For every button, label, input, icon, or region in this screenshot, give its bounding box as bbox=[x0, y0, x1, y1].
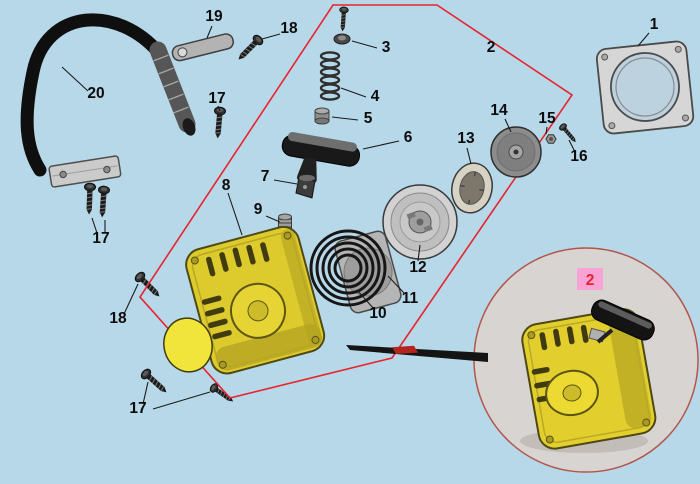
inset-housing-vents bbox=[531, 324, 589, 403]
part-6-starter-grip bbox=[281, 132, 361, 184]
pointer-needle bbox=[346, 345, 488, 362]
callout-part-10[interactable]: 10 bbox=[369, 305, 386, 322]
callout-part-18-top[interactable]: 18 bbox=[280, 20, 298, 37]
inset-pull-handle bbox=[591, 299, 655, 341]
callout-part-20[interactable]: 20 bbox=[87, 85, 104, 102]
inset-rope bbox=[596, 328, 614, 344]
part-12-pulley bbox=[382, 184, 458, 260]
callout-part-13[interactable]: 13 bbox=[457, 130, 475, 147]
callout-part-6[interactable]: 6 bbox=[404, 129, 413, 146]
grip-knurl bbox=[153, 54, 189, 114]
part-3-screw-washer bbox=[333, 6, 351, 45]
pointer-needle-red-band bbox=[392, 345, 418, 354]
callout-part-9[interactable]: 9 bbox=[254, 201, 263, 218]
callout-part-2[interactable]: 2 bbox=[487, 39, 496, 56]
callout-part-18-left[interactable]: 18 bbox=[109, 310, 127, 327]
housing-vents bbox=[201, 242, 270, 340]
part-1-cover-plate bbox=[595, 40, 695, 135]
callout-inset-part-2[interactable]: 2 bbox=[586, 272, 595, 289]
lever-hole bbox=[177, 47, 188, 58]
mount-hole bbox=[59, 170, 67, 179]
callouts: 1 2 3 4 5 6 7 8 9 10 11 12 13 14 15 16 1… bbox=[87, 8, 658, 417]
mount-hole bbox=[103, 165, 111, 174]
callout-part-7[interactable]: 7 bbox=[261, 168, 270, 185]
callout-part-11[interactable]: 11 bbox=[402, 290, 419, 307]
callout-part-8[interactable]: 8 bbox=[222, 177, 231, 194]
callout-part-17-top[interactable]: 17 bbox=[208, 90, 225, 107]
callout-part-15[interactable]: 15 bbox=[538, 110, 556, 127]
callout-part-3[interactable]: 3 bbox=[382, 39, 391, 56]
callout-part-17-mid[interactable]: 17 bbox=[92, 230, 109, 247]
callout-part-16[interactable]: 16 bbox=[570, 148, 588, 165]
leader-lines bbox=[61, 25, 650, 410]
part-20-handlebar bbox=[20, 13, 196, 188]
part-15-nut bbox=[545, 134, 557, 144]
inset-part-badge bbox=[577, 268, 603, 290]
plate-opening bbox=[610, 52, 680, 122]
handlebar-grip bbox=[149, 41, 196, 133]
rope-rosette bbox=[163, 317, 213, 373]
callout-part-19[interactable]: 19 bbox=[205, 8, 223, 25]
inset-assembled-starter bbox=[521, 308, 657, 450]
part-8-starter-housing bbox=[185, 225, 326, 375]
callout-part-14[interactable]: 14 bbox=[490, 102, 508, 119]
callout-part-17-bottom[interactable]: 17 bbox=[129, 400, 146, 417]
callout-part-1[interactable]: 1 bbox=[650, 16, 659, 33]
part-19-lever bbox=[171, 33, 235, 62]
part-14-disc bbox=[490, 126, 542, 178]
assembly-group-outline bbox=[138, 4, 574, 399]
handlebar-mount-bar bbox=[48, 155, 122, 188]
part-4-spring bbox=[319, 51, 341, 101]
callout-part-4[interactable]: 4 bbox=[371, 88, 380, 105]
part-10-recoil-spring bbox=[309, 229, 387, 307]
part-7-rope-guide bbox=[295, 174, 316, 199]
part-5-bushing bbox=[314, 107, 330, 125]
inset-detail-circle: 2 bbox=[473, 247, 699, 473]
callout-part-5[interactable]: 5 bbox=[364, 110, 373, 127]
callout-part-12[interactable]: 12 bbox=[409, 259, 426, 276]
part-13-ring bbox=[451, 162, 493, 214]
